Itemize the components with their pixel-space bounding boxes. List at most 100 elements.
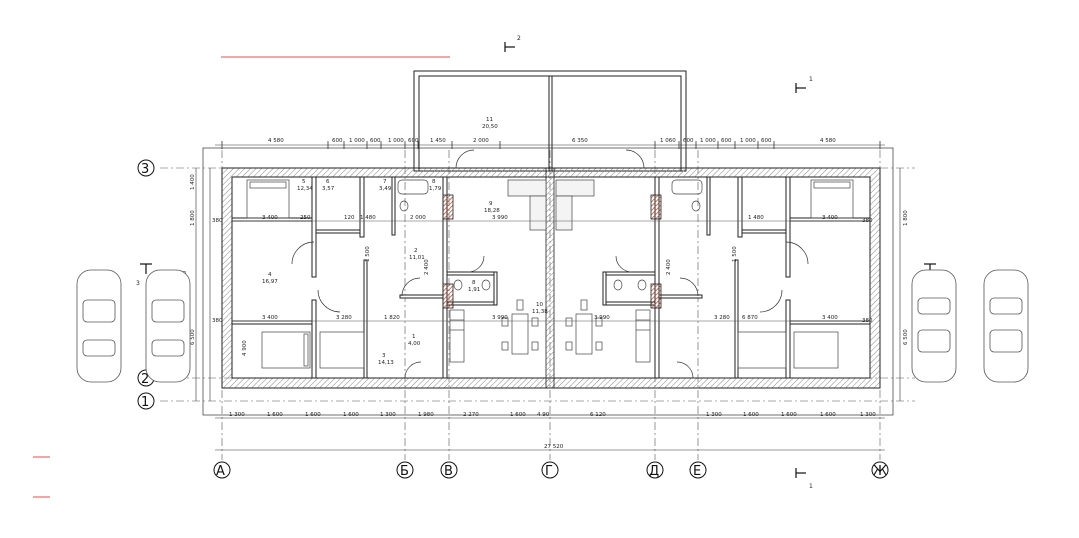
- room-label: 8: [432, 179, 436, 185]
- interior-dim-label: 3 990: [594, 315, 610, 321]
- room-label: 2: [414, 248, 418, 254]
- interior-dim-label: 380: [862, 218, 873, 224]
- top-dim-label: 600: [721, 138, 732, 144]
- room-area: 16,97: [262, 279, 278, 285]
- bottom-dim-label: 1 300: [229, 412, 245, 418]
- room-area: 4,00: [408, 341, 421, 347]
- chimney-brick-right-1: [650, 194, 662, 220]
- interior-dim-label: 3 400: [262, 315, 278, 321]
- section-mark-right-top: [795, 83, 806, 93]
- kitchen-counter: [449, 309, 651, 363]
- left-dim-chain: [195, 168, 211, 401]
- chimney-brick-left-1: [442, 194, 454, 220]
- left-dim-label: 6 500: [190, 329, 196, 345]
- room-label: 9: [489, 201, 493, 207]
- room-label: 8: [472, 280, 476, 286]
- interior-walls: [231, 176, 871, 379]
- top-dim-label: 600: [332, 138, 343, 144]
- bottom-dim-label: 1 300: [860, 412, 876, 418]
- room-label: 5: [302, 179, 306, 185]
- top-dim-label: 2 000: [473, 138, 489, 144]
- left-dim-label: 1 400: [190, 174, 196, 190]
- interior-dim-label: 3 990: [492, 315, 508, 321]
- room-area: 1,91: [468, 287, 480, 293]
- top-dim-label: 1 000: [349, 138, 365, 144]
- interior-dim-lines: [232, 220, 870, 322]
- chimney-brick-right-2: [650, 283, 662, 309]
- axis-label-g: Г: [545, 464, 553, 479]
- top-dim-label: 1 060: [660, 138, 676, 144]
- room-label: 1: [412, 334, 416, 340]
- interior-dim-label: 2 400: [666, 259, 672, 275]
- interior-dim-label: 4 900: [242, 340, 248, 356]
- bottom-dim-label: 1 300: [706, 412, 722, 418]
- axis-label-3: 3: [141, 162, 149, 177]
- interior-dim-label: 2 000: [410, 215, 426, 221]
- section-mark-left: [140, 263, 152, 274]
- axis-label-e: Е: [693, 464, 701, 479]
- bottom-dim-label: 1 600: [820, 412, 836, 418]
- bottom-dim-label: 4 90: [537, 412, 550, 418]
- car-icon: [911, 269, 957, 383]
- top-dim-label: 1 450: [430, 138, 446, 144]
- room-label-11: 11: [486, 117, 493, 123]
- interior-dim-labels: 3 400 250 120 1 480 2 000 3 990 3 400 3 …: [212, 215, 873, 356]
- room-area: 11,01: [409, 255, 425, 261]
- door-swings: [291, 149, 809, 379]
- bathroom-fixtures: [397, 179, 703, 291]
- room-area: 18,28: [484, 208, 500, 214]
- top-dim-label: 1 000: [388, 138, 404, 144]
- axis-label-zh: Ж: [873, 464, 887, 479]
- room-area: 3,57: [322, 186, 335, 192]
- room-label: 3: [382, 353, 386, 359]
- bottom-dim-label: 1 600: [781, 412, 797, 418]
- axis-label-2: 2: [141, 372, 149, 387]
- top-dim-label: 1 000: [740, 138, 756, 144]
- interior-dim-label: 380: [212, 318, 223, 324]
- interior-dim-label: 3 400: [822, 215, 838, 221]
- section-mark-top-label: 2: [517, 35, 521, 42]
- room-label: 7: [383, 179, 387, 185]
- top-dim-ticks: [221, 141, 881, 149]
- interior-dim-label: 6 870: [742, 315, 758, 321]
- car-icon: [983, 269, 1029, 383]
- overall-dim-label: 27 520: [544, 444, 564, 450]
- top-dim-label: 4 580: [268, 138, 284, 144]
- axis-label-d: Д: [649, 464, 659, 479]
- room-label: 6: [326, 179, 330, 185]
- section-mark-right-bottom-label: 1: [809, 483, 813, 490]
- interior-dim-label: 250: [300, 215, 311, 221]
- party-wall: [545, 167, 555, 389]
- interior-dim-label: 380: [862, 318, 873, 324]
- section-mark-top: [504, 42, 515, 52]
- section-mark-right-bottom: [795, 468, 806, 478]
- bottom-dim-label: 1 600: [305, 412, 321, 418]
- interior-dim-label: 3 990: [492, 215, 508, 221]
- room-label: 4: [268, 272, 272, 278]
- axis-bubbles-horizontal: [213, 461, 889, 479]
- bottom-dim-label: 1 600: [510, 412, 526, 418]
- interior-dim-label: 3 400: [822, 315, 838, 321]
- interior-dim-label: 380: [212, 218, 223, 224]
- interior-dim-label: 1 500: [732, 246, 738, 262]
- interior-dim-label: 1 480: [360, 215, 376, 221]
- interior-dim-label: 3 400: [262, 215, 278, 221]
- bottom-dim-label: 1 600: [267, 412, 283, 418]
- top-dim-label: 1 000: [700, 138, 716, 144]
- interior-dim-label: 3 280: [336, 315, 352, 321]
- section-mark-right-top-label: 1: [809, 76, 813, 83]
- chimney-brick-left-2: [442, 283, 454, 309]
- right-dim-label: 6 500: [903, 329, 909, 345]
- axis-bubbles-vertical: [137, 159, 155, 410]
- room-area: 12,34: [297, 186, 313, 192]
- top-dim-label: 600: [683, 138, 694, 144]
- axis-label-b: Б: [400, 464, 409, 479]
- sofa-furniture: [507, 179, 595, 231]
- bed-furniture: [246, 179, 854, 369]
- top-dim-label: 6 350: [572, 138, 588, 144]
- section-mark-left-label: 3: [136, 280, 140, 287]
- bottom-dim-label: 1 600: [743, 412, 759, 418]
- room-labels: 5 12,34 6 3,57 7 3,49 8 1,79 9 18,28 4 1…: [262, 179, 548, 366]
- interior-dim-label: 3 280: [714, 315, 730, 321]
- bottom-dim-label: 6 120: [590, 412, 606, 418]
